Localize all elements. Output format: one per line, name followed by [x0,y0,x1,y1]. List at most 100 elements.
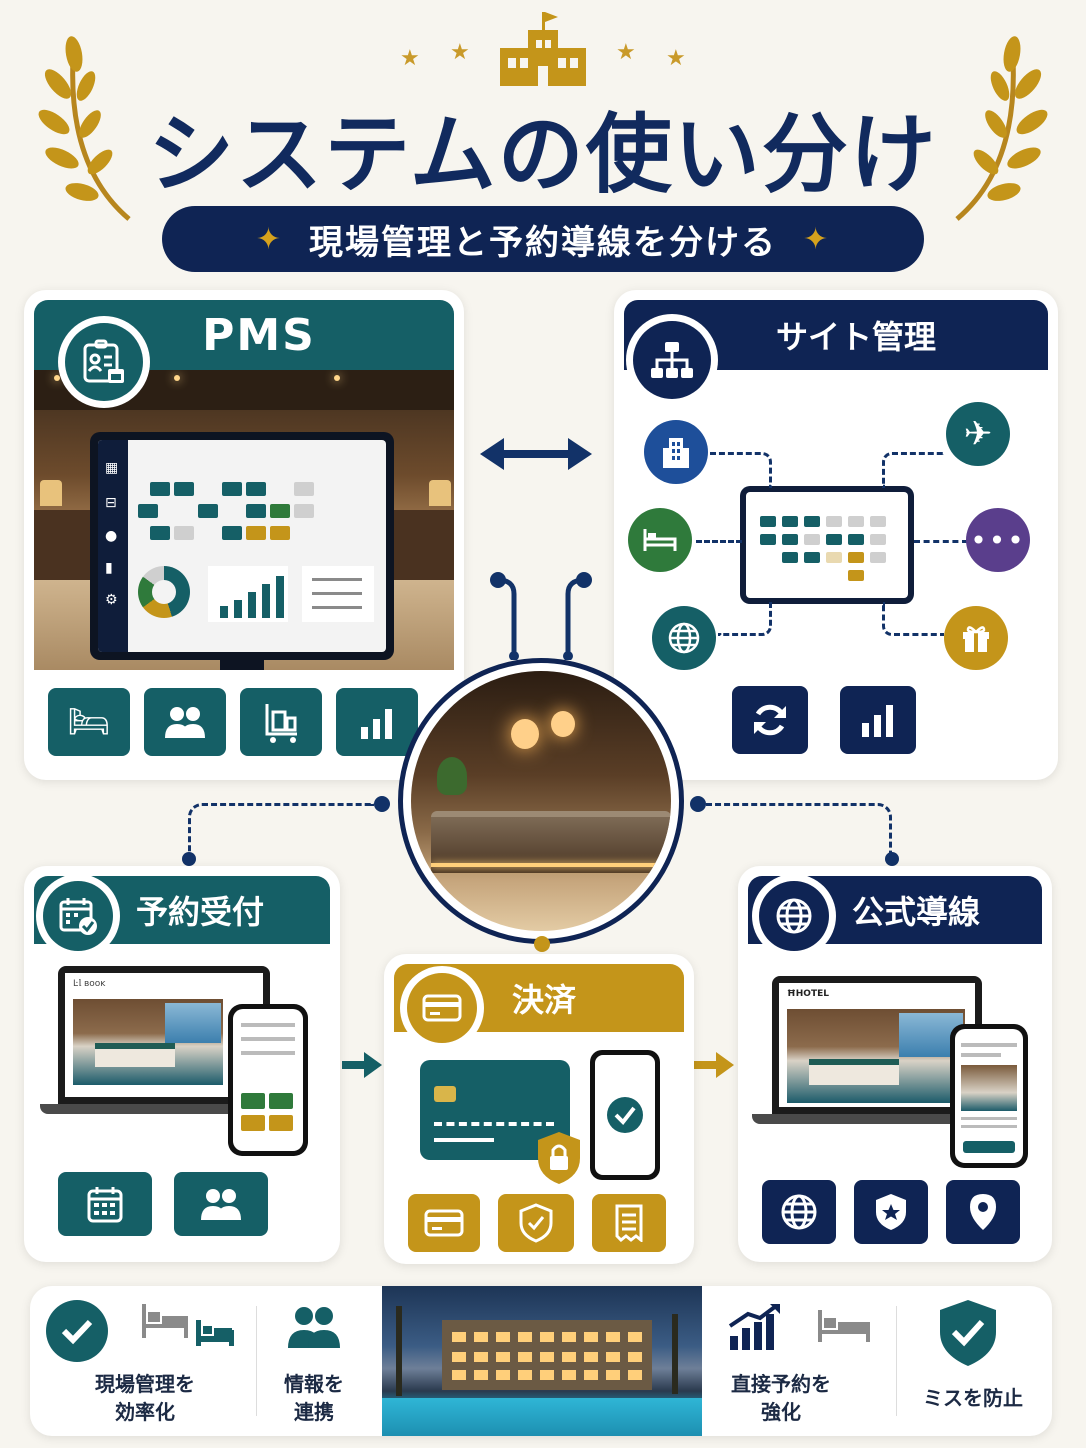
official-laptop: ĦHOTEL [772,976,982,1114]
users-icon [201,1189,241,1220]
donut-chart-icon [138,566,190,618]
star-icon: ★ [400,46,420,71]
flow-arrow-icon [342,1050,382,1080]
sync-icon [754,704,786,736]
sparkle-icon: ✦ [803,221,831,257]
connector-plug-icon [488,570,598,661]
pool [382,1398,702,1436]
reception-desk [431,811,671,873]
connector-dot [534,936,550,952]
guests-button[interactable] [144,688,226,756]
bed-icon: ⊟ [105,495,117,511]
site-badge [626,314,718,406]
reservation-card: 予約受付 Ŀ𝕝 ʙooᴋ [24,866,340,1262]
shield-check-icon [519,1203,553,1243]
website-button[interactable] [762,1180,836,1244]
receipt-icon [615,1204,643,1242]
secure-button[interactable] [498,1194,574,1252]
bed-button[interactable]: 🛏 [48,688,130,756]
hotel-channel-icon[interactable] [644,420,708,484]
calendar-icon: ▦ [105,460,119,476]
airline-channel-icon[interactable]: ✈ [946,402,1010,466]
bar-chart-widget [208,566,288,622]
star-icon: ★ [450,40,470,65]
palm-tree-icon [672,1314,678,1394]
official-phone [950,1024,1028,1168]
shield-star-icon [876,1194,906,1230]
laptop-base [40,1104,290,1114]
bar-chart-icon [862,705,893,737]
hotel-brand: ĦHOTEL [787,989,829,999]
lamp-icon [429,480,451,506]
laurel-right-icon [942,24,1052,224]
channel-tablet [740,486,914,604]
location-button[interactable] [946,1180,1020,1244]
shield-check-icon [936,1298,1000,1368]
check-circle-icon [46,1300,108,1362]
site-stats-button[interactable] [840,686,916,754]
sparkle-icon: ✦ [255,221,283,257]
gear-icon: ⚙ [105,592,118,608]
star-icon: ★ [616,40,636,65]
official-card-title: 公式導線 [852,893,981,931]
pms-card-title: PMS [202,309,316,361]
monitor-stand [220,660,264,670]
pms-monitor: ▦ ⊟ ● ▮ ⚙ [90,432,394,660]
luggage-cart-button[interactable] [240,688,322,756]
benefit-error-prevention: ミスを防止 [923,1386,1023,1410]
users-icon [286,1304,342,1350]
growth-chart-icon [726,1302,784,1352]
payment-phone [590,1050,660,1180]
site-management-card: サイト管理 ✈ [614,290,1058,780]
benefit-efficiency-line2: 効率化 [115,1400,175,1424]
guests-button[interactable] [174,1172,268,1236]
plant-icon [437,757,467,795]
hotel-building-icon [498,10,588,88]
benefits-banner: 現場管理を 効率化 情報を 連携 直接予約を 強化 ミスを防止 [30,1286,1052,1436]
bed-icon [816,1308,872,1344]
payment-badge [400,966,484,1050]
map-pin-icon [970,1194,996,1230]
calendar-button[interactable] [58,1172,152,1236]
laptop-base [752,1114,1002,1124]
sync-button[interactable] [732,686,808,754]
sitemap-icon [651,342,693,378]
official-badge [752,874,836,958]
bar-chart-icon [361,709,392,739]
globe-icon [776,898,812,934]
more-channels-icon[interactable]: ••• [966,508,1030,572]
connector-dot [690,796,706,812]
trust-badge-button[interactable] [854,1180,928,1244]
users-icon: ● [105,528,118,544]
bed-icon [140,1302,190,1340]
globe-channel-icon[interactable] [652,606,716,670]
stats-button[interactable] [336,688,418,756]
calendar-icon [87,1187,123,1223]
benefit-direct-line2: 強化 [761,1400,801,1424]
globe-icon [781,1194,817,1230]
booking-brand: Ŀ𝕝 ʙooᴋ [73,979,106,989]
pms-sidebar [98,440,128,652]
divider [256,1306,257,1416]
benefit-sharing-line2: 連携 [294,1400,334,1424]
flow-arrow-icon [694,1050,734,1080]
bed-channel-icon[interactable] [628,508,692,572]
reservation-card-title: 予約受付 [136,893,265,931]
payment-card-title: 決済 [512,981,577,1019]
receipt-button[interactable] [592,1194,666,1252]
gift-channel-icon[interactable] [944,606,1008,670]
book-now-button[interactable] [963,1141,1015,1153]
pms-badge [58,316,150,408]
id-card-icon [83,339,124,383]
connector-dot [374,796,390,812]
divider [896,1306,897,1416]
sync-arrow-icon [480,434,592,474]
bar-chart-icon: ▮ [105,560,113,576]
subtitle-text: 現場管理と予約導線を分ける [309,222,777,263]
card-payment-button[interactable] [408,1194,480,1252]
star-icon: ★ [666,46,686,71]
resort-photo [382,1286,702,1436]
lock-shield-icon [534,1130,584,1186]
reservation-badge [36,874,120,958]
palm-tree-icon [396,1306,402,1396]
